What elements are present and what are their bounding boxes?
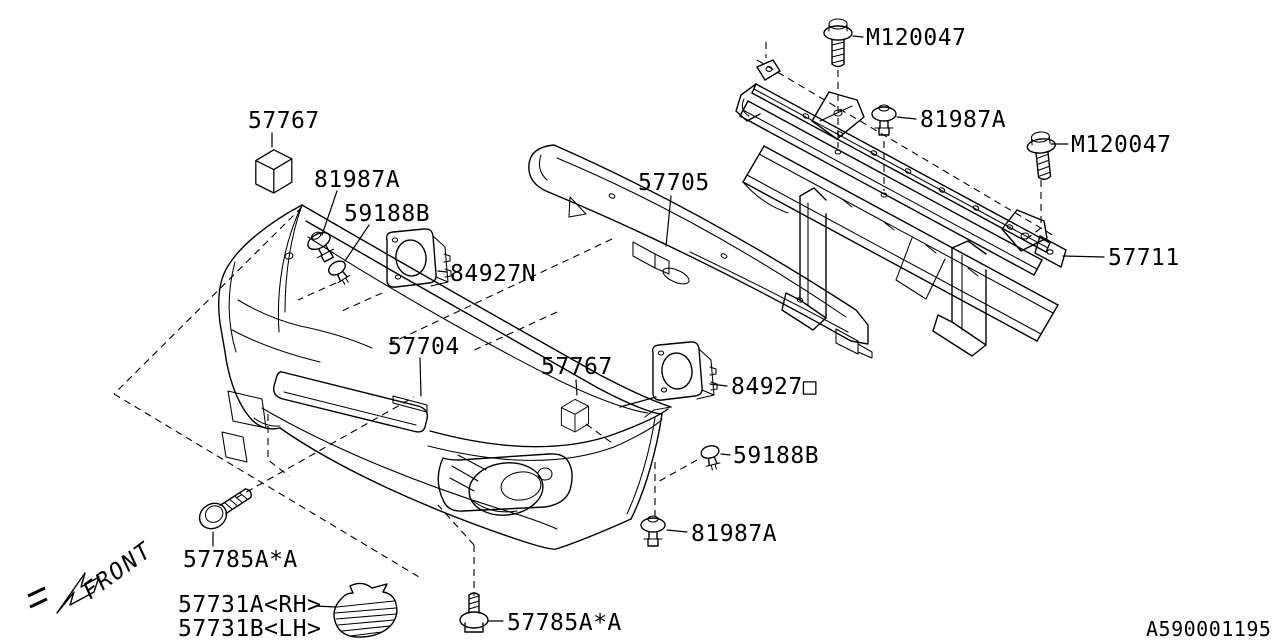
part-label-81987a-top: 81987A bbox=[920, 107, 1006, 133]
part-label-81987a-left: 81987A bbox=[314, 167, 400, 193]
part-label-59188b-left: 59188B bbox=[344, 201, 430, 227]
part-label-57767-left: 57767 bbox=[248, 108, 320, 134]
bumper-center-slot bbox=[273, 371, 428, 433]
cushion-block-icon bbox=[255, 149, 293, 194]
part-label-81987a-bottom: 81987A bbox=[691, 521, 777, 547]
trim-clip-icon bbox=[871, 104, 897, 136]
part-label-57731b-lh: 57731B<LH> bbox=[178, 616, 321, 640]
part-label-57785a-bottom: 57785A*A bbox=[507, 610, 622, 636]
bumper-left-edge bbox=[218, 204, 303, 430]
part-label-59188b-right: 59188B bbox=[733, 443, 819, 469]
part-label-84927-right: 84927□ bbox=[731, 374, 817, 400]
part-label-57767-mid: 57767 bbox=[541, 354, 613, 380]
part-label-57711: 57711 bbox=[1108, 245, 1180, 271]
bumper-right-edge bbox=[630, 413, 663, 520]
part-label-57704: 57704 bbox=[388, 334, 460, 360]
front-arrow-icon bbox=[56, 572, 100, 614]
rail-holes bbox=[802, 113, 1014, 230]
fog-lamp-circle bbox=[468, 462, 544, 516]
bumper-bottom-edge bbox=[279, 427, 632, 550]
part-label-m120047-right: M120047 bbox=[1071, 132, 1171, 158]
bumper-face-drawing bbox=[218, 204, 672, 550]
mount-bracket-icon bbox=[651, 341, 718, 401]
push-clip-icon bbox=[328, 260, 351, 285]
bumper-top-edge bbox=[301, 204, 672, 408]
fog-cover-drawing bbox=[333, 582, 398, 638]
front-label: FRONT bbox=[78, 537, 157, 605]
part-label-57785a-left: 57785A*A bbox=[183, 547, 298, 573]
fog-lamp-opening bbox=[437, 453, 573, 512]
tapping-screw-icon bbox=[459, 592, 489, 633]
part-label-57731a-rh: 57731A<RH> bbox=[178, 592, 321, 618]
part-labels: M120047 81987A M120047 57711 57705 57767… bbox=[178, 25, 1180, 640]
push-clip-icon bbox=[700, 445, 721, 471]
part-label-m120047-top: M120047 bbox=[866, 25, 966, 51]
trim-clip-icon bbox=[307, 231, 335, 263]
cushion-block-icon bbox=[560, 398, 590, 433]
radiator-upper-support-drawing bbox=[735, 59, 1067, 357]
mount-bracket-icon bbox=[385, 228, 452, 288]
tapping-screw-icon bbox=[198, 488, 252, 530]
front-direction-arrow: FRONT bbox=[27, 537, 158, 614]
flange-bolt-icon bbox=[1026, 131, 1056, 181]
part-label-57705: 57705 bbox=[638, 170, 710, 196]
part-label-84927n: 84927N bbox=[450, 261, 536, 287]
drawing-number: A590001195 bbox=[1146, 617, 1271, 640]
leader-lines bbox=[212, 35, 1105, 622]
trim-clip-icon bbox=[640, 515, 666, 547]
flange-bolt-icon bbox=[823, 18, 853, 68]
bumper-beam-drawing bbox=[528, 144, 873, 359]
assembly-dashed-lines bbox=[113, 42, 1057, 596]
